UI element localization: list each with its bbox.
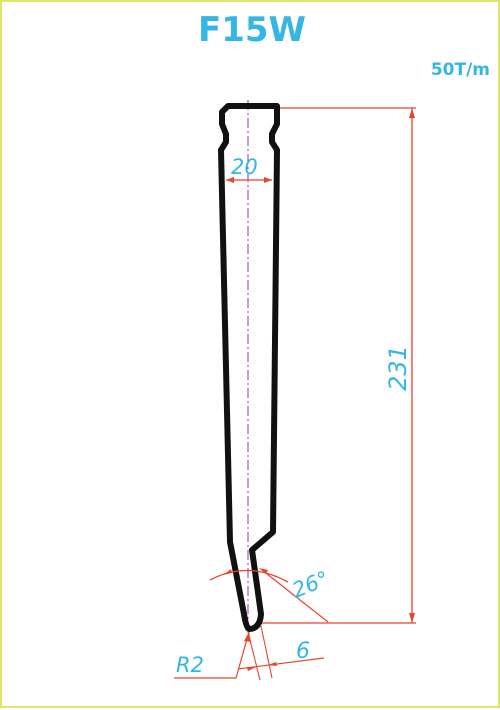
radius-label: R2 <box>176 653 204 677</box>
height-arrow-top <box>409 108 415 118</box>
angle-arrow-left <box>223 569 232 575</box>
tip-arrow-right <box>268 662 277 666</box>
tip-width-label: 6 <box>296 639 310 664</box>
angle-arrow-right <box>259 568 268 574</box>
angle-leader <box>261 569 329 623</box>
tool-profile <box>218 103 280 632</box>
radius-arrow <box>244 632 251 642</box>
tip-extension-right <box>260 625 273 679</box>
capacity-label: 50T/m <box>430 60 490 80</box>
tip-extension-left <box>247 631 261 681</box>
height-arrow-bottom <box>409 613 415 623</box>
height-label: 231 <box>384 345 412 391</box>
width-arrow-right <box>264 177 272 183</box>
angle-arc <box>209 569 289 583</box>
tool-title: F15W <box>197 10 307 50</box>
width-label: 20 <box>231 155 258 179</box>
tip-arrow-left <box>247 667 256 671</box>
angle-label: 26° <box>289 566 333 602</box>
width-arrow-left <box>226 177 234 183</box>
